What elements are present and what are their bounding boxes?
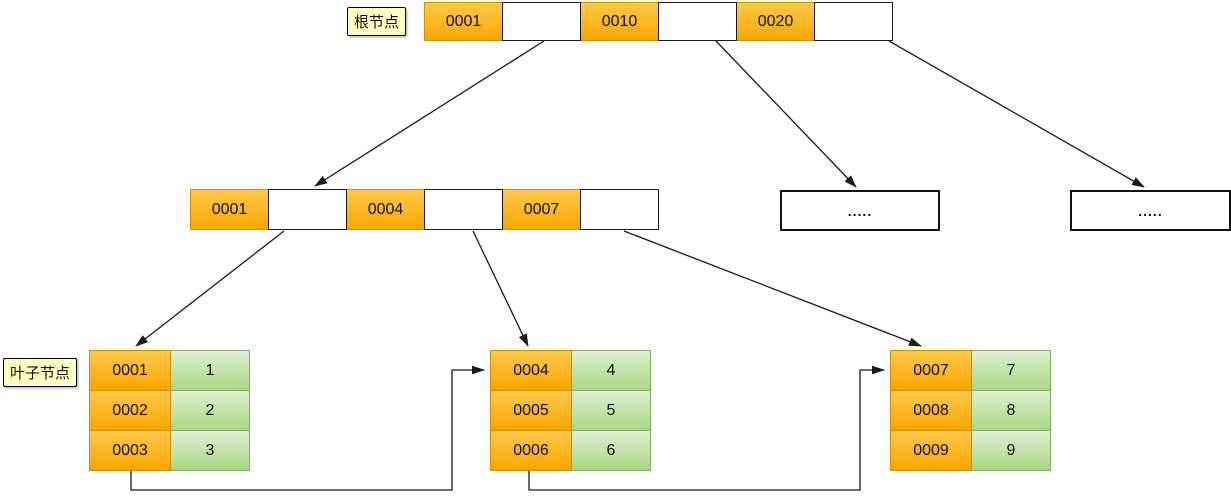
internal-pointer-cell-3 — [580, 189, 659, 230]
internal-pointer-cell-2 — [424, 189, 503, 230]
root-node: 0001 0010 0020 — [424, 2, 893, 41]
leaf1-value-1: 1 — [170, 350, 250, 391]
leaf3-value-3: 9 — [971, 430, 1051, 471]
internal-pointer-cell-1 — [268, 189, 347, 230]
leaf3-key-2: 0008 — [890, 390, 972, 431]
leaf2-row-2: 0005 5 — [490, 390, 651, 431]
collapsed-internal-node-1: ..... — [780, 190, 940, 231]
leaf2-row-3: 0006 6 — [490, 430, 651, 471]
root-pointer-cell-1 — [502, 2, 581, 41]
leaf1-row-3: 0003 3 — [89, 430, 250, 471]
leaf-node-label: 叶子节点 — [3, 358, 78, 387]
internal-key-cell-1: 0001 — [190, 189, 269, 230]
leaf3-row-1: 0007 7 — [890, 350, 1051, 391]
leaf1-key-1: 0001 — [89, 350, 171, 391]
edge-root-to-ellipsis2 — [888, 40, 1145, 188]
leaf1-row-2: 0002 2 — [89, 390, 250, 431]
leaf3-row-2: 0008 8 — [890, 390, 1051, 431]
leaf1-key-2: 0002 — [89, 390, 171, 431]
internal-key-cell-2: 0004 — [346, 189, 425, 230]
leaf2-key-3: 0006 — [490, 430, 572, 471]
leaf-node-1: 0001 1 0002 2 0003 3 — [89, 350, 250, 471]
leaf1-value-2: 2 — [170, 390, 250, 431]
leaf3-row-3: 0009 9 — [890, 430, 1051, 471]
edge-internal1-to-leaf2 — [472, 230, 529, 347]
internal-node-1: 0001 0004 0007 — [190, 189, 659, 230]
root-pointer-cell-3 — [814, 2, 893, 41]
leaf2-value-3: 6 — [571, 430, 651, 471]
edge-root-to-ellipsis1 — [715, 40, 857, 188]
leaf1-row-1: 0001 1 — [89, 350, 250, 391]
edge-root-to-internal1 — [314, 40, 545, 187]
leaf2-value-1: 4 — [571, 350, 651, 391]
leaf2-key-2: 0005 — [490, 390, 572, 431]
leaf3-key-1: 0007 — [890, 350, 972, 391]
root-pointer-cell-2 — [658, 2, 737, 41]
root-key-cell-2: 0010 — [580, 2, 659, 41]
root-key-cell-3: 0020 — [736, 2, 815, 41]
leaf2-row-1: 0004 4 — [490, 350, 651, 391]
leaf1-key-3: 0003 — [89, 430, 171, 471]
edge-internal1-to-leaf3 — [623, 230, 922, 347]
edge-internal1-to-leaf1 — [135, 230, 285, 347]
leaf-node-3: 0007 7 0008 8 0009 9 — [890, 350, 1051, 471]
internal-key-cell-3: 0007 — [502, 189, 581, 230]
leaf3-value-2: 8 — [971, 390, 1051, 431]
leaf3-key-3: 0009 — [890, 430, 972, 471]
leaf3-value-1: 7 — [971, 350, 1051, 391]
leaf1-value-3: 3 — [170, 430, 250, 471]
leaf2-key-1: 0004 — [490, 350, 572, 391]
root-node-label: 根节点 — [347, 7, 407, 36]
root-key-cell-1: 0001 — [424, 2, 503, 41]
leaf-node-2: 0004 4 0005 5 0006 6 — [490, 350, 651, 471]
leaf2-value-2: 5 — [571, 390, 651, 431]
collapsed-internal-node-2: ..... — [1070, 190, 1231, 231]
